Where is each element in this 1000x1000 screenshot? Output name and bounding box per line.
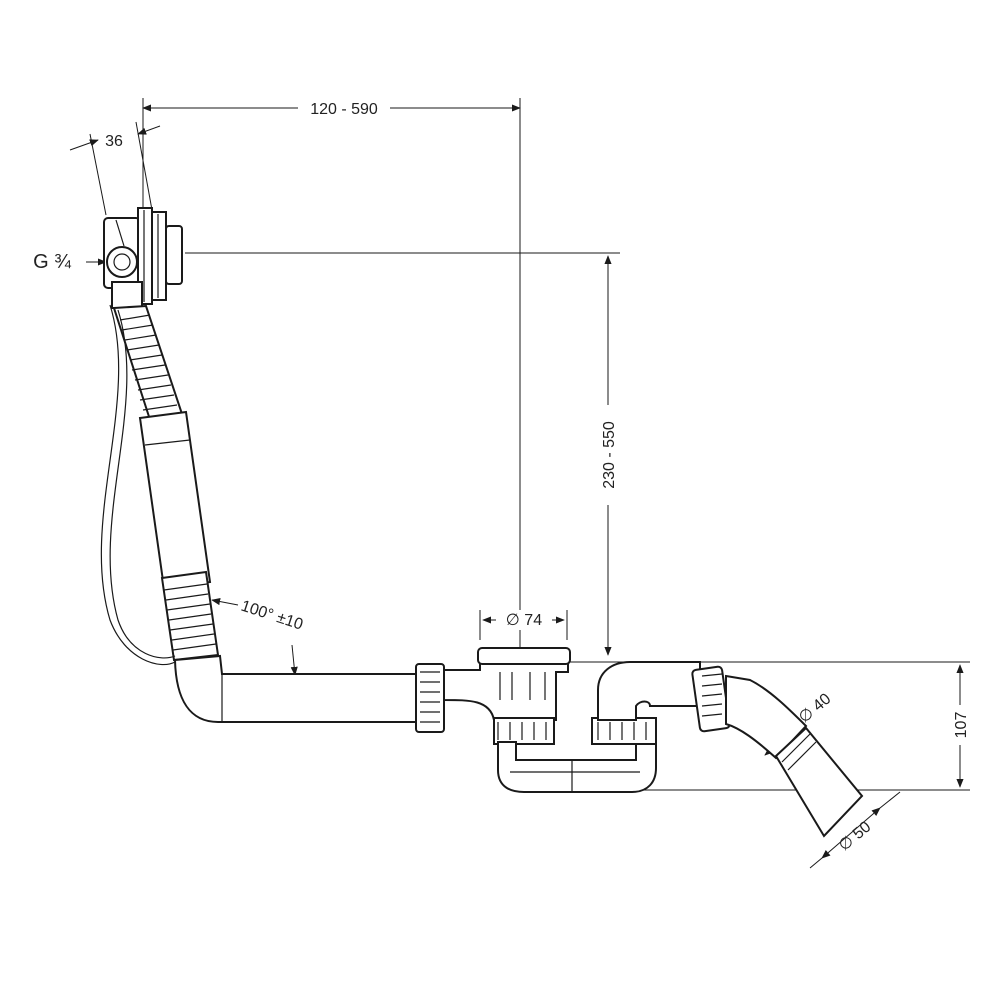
upper-flex-hose — [112, 304, 186, 428]
outlet-pipe — [774, 726, 864, 838]
dimension-lines — [69, 98, 970, 869]
drain-body — [443, 647, 571, 745]
angle-label: 100° ±10 — [239, 598, 305, 634]
overflow-valve — [103, 207, 183, 309]
valve-width-label: 36 — [105, 133, 123, 150]
siphon-trap — [497, 717, 657, 793]
coupling-nut — [415, 663, 445, 733]
trap-height-label: 107 — [953, 712, 970, 739]
horizontal-drain-pipe — [173, 654, 419, 723]
thread-size-label: G ¾ — [33, 251, 71, 273]
overall-length-label: 120 - 590 — [310, 101, 378, 118]
vertical-height-label: 230 - 550 — [601, 421, 618, 489]
lower-flex-hose — [160, 570, 220, 662]
overflow-tube — [138, 410, 212, 590]
bowden-cable — [100, 304, 176, 666]
outlet-diameter-50-label: ∅ 50 — [836, 818, 875, 854]
drain-diameter-label: ∅ 74 — [506, 612, 542, 629]
outlet-elbow — [597, 661, 808, 760]
